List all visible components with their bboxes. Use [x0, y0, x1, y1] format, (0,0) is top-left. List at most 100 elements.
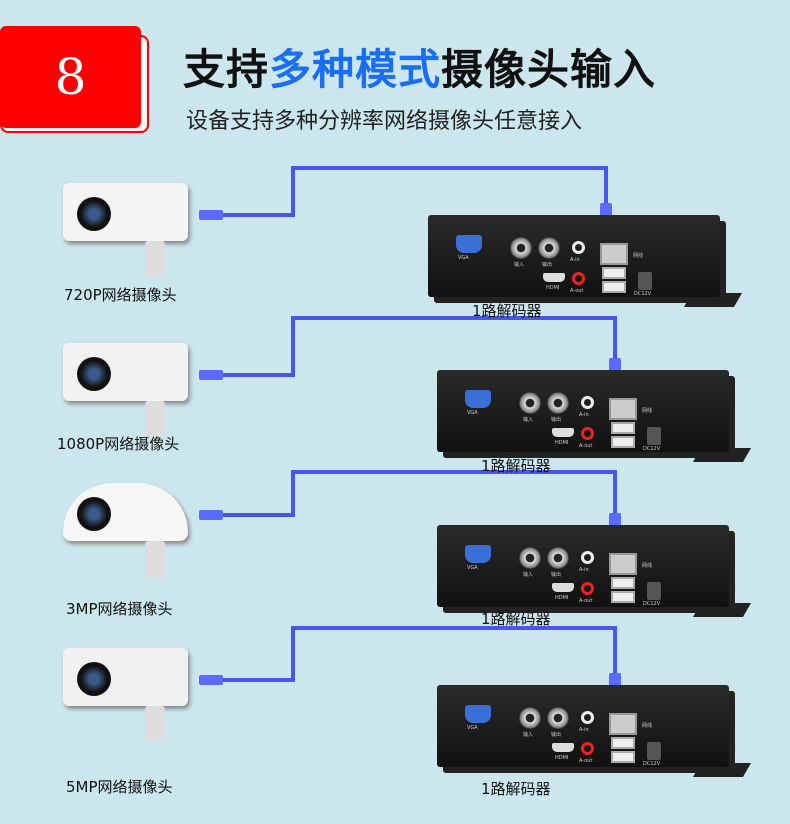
- camera-label: 3MP网络摄像头: [66, 600, 173, 618]
- network-cable: [205, 470, 617, 555]
- rj45-connector: [199, 510, 223, 520]
- decoder-device: VGA 输入 输出 A-in HDMI A-out 网线 DC12V: [428, 215, 743, 307]
- camera-label: 1080P网络摄像头: [57, 435, 180, 453]
- vga-label: VGA: [467, 410, 478, 416]
- bnc-out-port: [547, 392, 569, 414]
- hdmi-label: HDMI: [546, 285, 560, 291]
- decoder-device: VGA 输入 输出 A-in HDMI A-out 网线 DC12V: [437, 685, 752, 777]
- bnc-in-port: [519, 707, 541, 729]
- vga-label: VGA: [467, 725, 478, 731]
- lan-port: [609, 713, 637, 735]
- camera-lens: [77, 662, 111, 696]
- usb-port: [602, 267, 626, 279]
- dc-power-port: [647, 582, 661, 600]
- bnc-out-port: [547, 707, 569, 729]
- hdmi-label: HDMI: [555, 440, 569, 446]
- out-label: 输出: [551, 732, 562, 738]
- decoder-body: VGA 输入 输出 A-in HDMI A-out 网线 DC12V: [437, 685, 729, 767]
- vga-label: VGA: [458, 255, 469, 261]
- ip-camera-image: [55, 640, 205, 750]
- bnc-out-port: [547, 547, 569, 569]
- lan-port: [609, 398, 637, 420]
- bnc-in-port: [510, 237, 532, 259]
- lan-port: [609, 553, 637, 575]
- ip-camera-image: [55, 475, 205, 585]
- a-in-label: A-in: [570, 257, 580, 263]
- vga-port: [465, 390, 491, 408]
- title-highlight: 多种模式: [269, 45, 442, 94]
- usb-port: [611, 422, 635, 434]
- decoder-body: VGA 输入 输出 A-in HDMI A-out 网线 DC12V: [428, 215, 720, 297]
- out-label: 输出: [551, 572, 562, 578]
- lan-label: 网线: [642, 723, 653, 729]
- camera-lens: [77, 197, 111, 231]
- a-out-label: A-out: [570, 288, 584, 294]
- audio-in-port: [572, 241, 585, 254]
- network-cable: [205, 166, 608, 245]
- audio-in-port: [581, 551, 594, 564]
- decoder-device: VGA 输入 输出 A-in HDMI A-out 网线 DC12V: [437, 525, 752, 617]
- dc-label: DC12V: [643, 761, 661, 767]
- hdmi-port: [552, 743, 574, 752]
- camera-mount: [145, 401, 165, 437]
- usb-port: [611, 591, 635, 603]
- usb-port: [611, 577, 635, 589]
- a-out-label: A-out: [579, 443, 593, 449]
- dc-label: DC12V: [634, 291, 652, 297]
- audio-in-port: [581, 711, 594, 724]
- camera-lens: [77, 357, 111, 391]
- network-cable: [205, 316, 617, 400]
- bnc-in-port: [519, 547, 541, 569]
- lan-label: 网线: [642, 408, 653, 414]
- dc-power-port: [647, 742, 661, 760]
- lan-label: 网线: [642, 563, 653, 569]
- decoder-body: VGA 输入 输出 A-in HDMI A-out 网线 DC12V: [437, 525, 729, 607]
- dc-power-port: [647, 427, 661, 445]
- dc-power-port: [638, 272, 652, 290]
- a-in-label: A-in: [579, 727, 589, 733]
- lan-label: 网线: [633, 253, 644, 259]
- step-badge: 8: [0, 26, 141, 128]
- page-subtitle: 设备支持多种分辨率网络摄像头任意接入: [186, 109, 583, 134]
- dc-label: DC12V: [643, 446, 661, 452]
- audio-in-port: [581, 396, 594, 409]
- rj45-connector: [199, 675, 223, 685]
- bnc-out-port: [538, 237, 560, 259]
- dc-label: DC12V: [643, 601, 661, 607]
- usb-port: [611, 737, 635, 749]
- hdmi-port: [552, 583, 574, 592]
- hdmi-port: [543, 273, 565, 282]
- out-label: 输出: [551, 417, 562, 423]
- decoder-device: VGA 输入 输出 A-in HDMI A-out 网线 DC12V: [437, 370, 752, 462]
- camera-label: 720P网络摄像头: [64, 286, 177, 304]
- decoder-body: VGA 输入 输出 A-in HDMI A-out 网线 DC12V: [437, 370, 729, 452]
- hdmi-port: [552, 428, 574, 437]
- page-title: 支持多种模式摄像头输入: [183, 36, 656, 97]
- decoder-label: 1路解码器: [481, 780, 551, 798]
- bnc-in-port: [519, 392, 541, 414]
- lan-port: [600, 243, 628, 265]
- a-in-label: A-in: [579, 567, 589, 573]
- hdmi-label: HDMI: [555, 755, 569, 761]
- audio-out-port: [572, 272, 585, 285]
- out-label: 输出: [542, 262, 553, 268]
- audio-out-port: [581, 582, 594, 595]
- decoder-label: 1路解码器: [481, 610, 551, 628]
- in-label: 输入: [523, 572, 534, 578]
- usb-port: [611, 436, 635, 448]
- title-part2: 摄像头输入: [441, 45, 657, 94]
- ip-camera-image: [55, 335, 205, 445]
- hdmi-label: HDMI: [555, 595, 569, 601]
- in-label: 输入: [523, 417, 534, 423]
- usb-port: [602, 281, 626, 293]
- network-cable: [205, 626, 617, 715]
- vga-label: VGA: [467, 565, 478, 571]
- ip-camera-image: [55, 175, 205, 285]
- camera-mount: [145, 541, 165, 577]
- audio-out-port: [581, 742, 594, 755]
- title-part1: 支持: [183, 45, 270, 94]
- decoder-label: 1路解码器: [472, 302, 542, 320]
- in-label: 输入: [514, 262, 525, 268]
- rj45-connector: [199, 370, 223, 380]
- camera-mount: [145, 241, 165, 277]
